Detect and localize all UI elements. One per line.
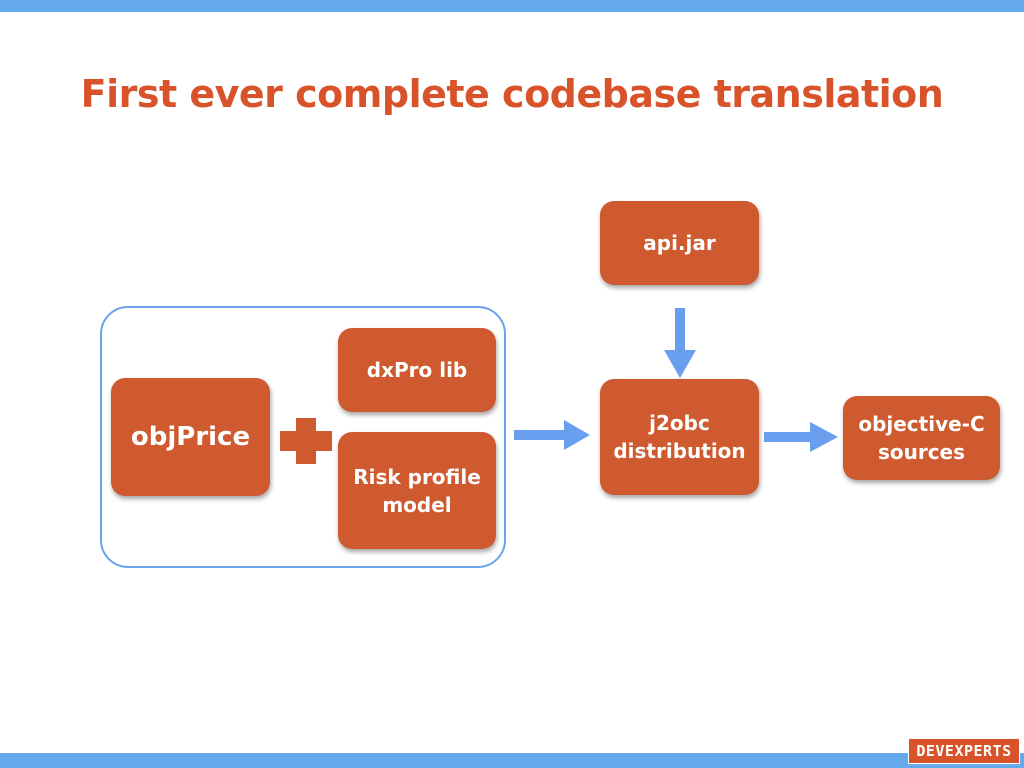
node-api-jar: api.jar (600, 201, 759, 285)
top-accent-bar (0, 0, 1024, 12)
node-j2obc-distribution: j2obc distribution (600, 379, 759, 495)
node-risk-profile-model: Risk profile model (338, 432, 496, 549)
slide-title: First ever complete codebase translation (80, 72, 944, 116)
arrow-icon-apijar-to-j2obc (664, 308, 696, 378)
source-group-frame (100, 306, 506, 568)
node-objective-c-sources: objective-C sources (843, 396, 1000, 480)
node-objprice: objPrice (111, 378, 270, 496)
arrow-icon-j2obc-to-objc (764, 422, 838, 452)
plus-icon-horizontal (280, 431, 332, 451)
arrow-icon-group-to-j2obc (514, 420, 590, 450)
devexperts-logo: DEVEXPERTS (908, 738, 1020, 764)
node-dxpro-lib: dxPro lib (338, 328, 496, 412)
bottom-accent-bar (0, 753, 1024, 768)
